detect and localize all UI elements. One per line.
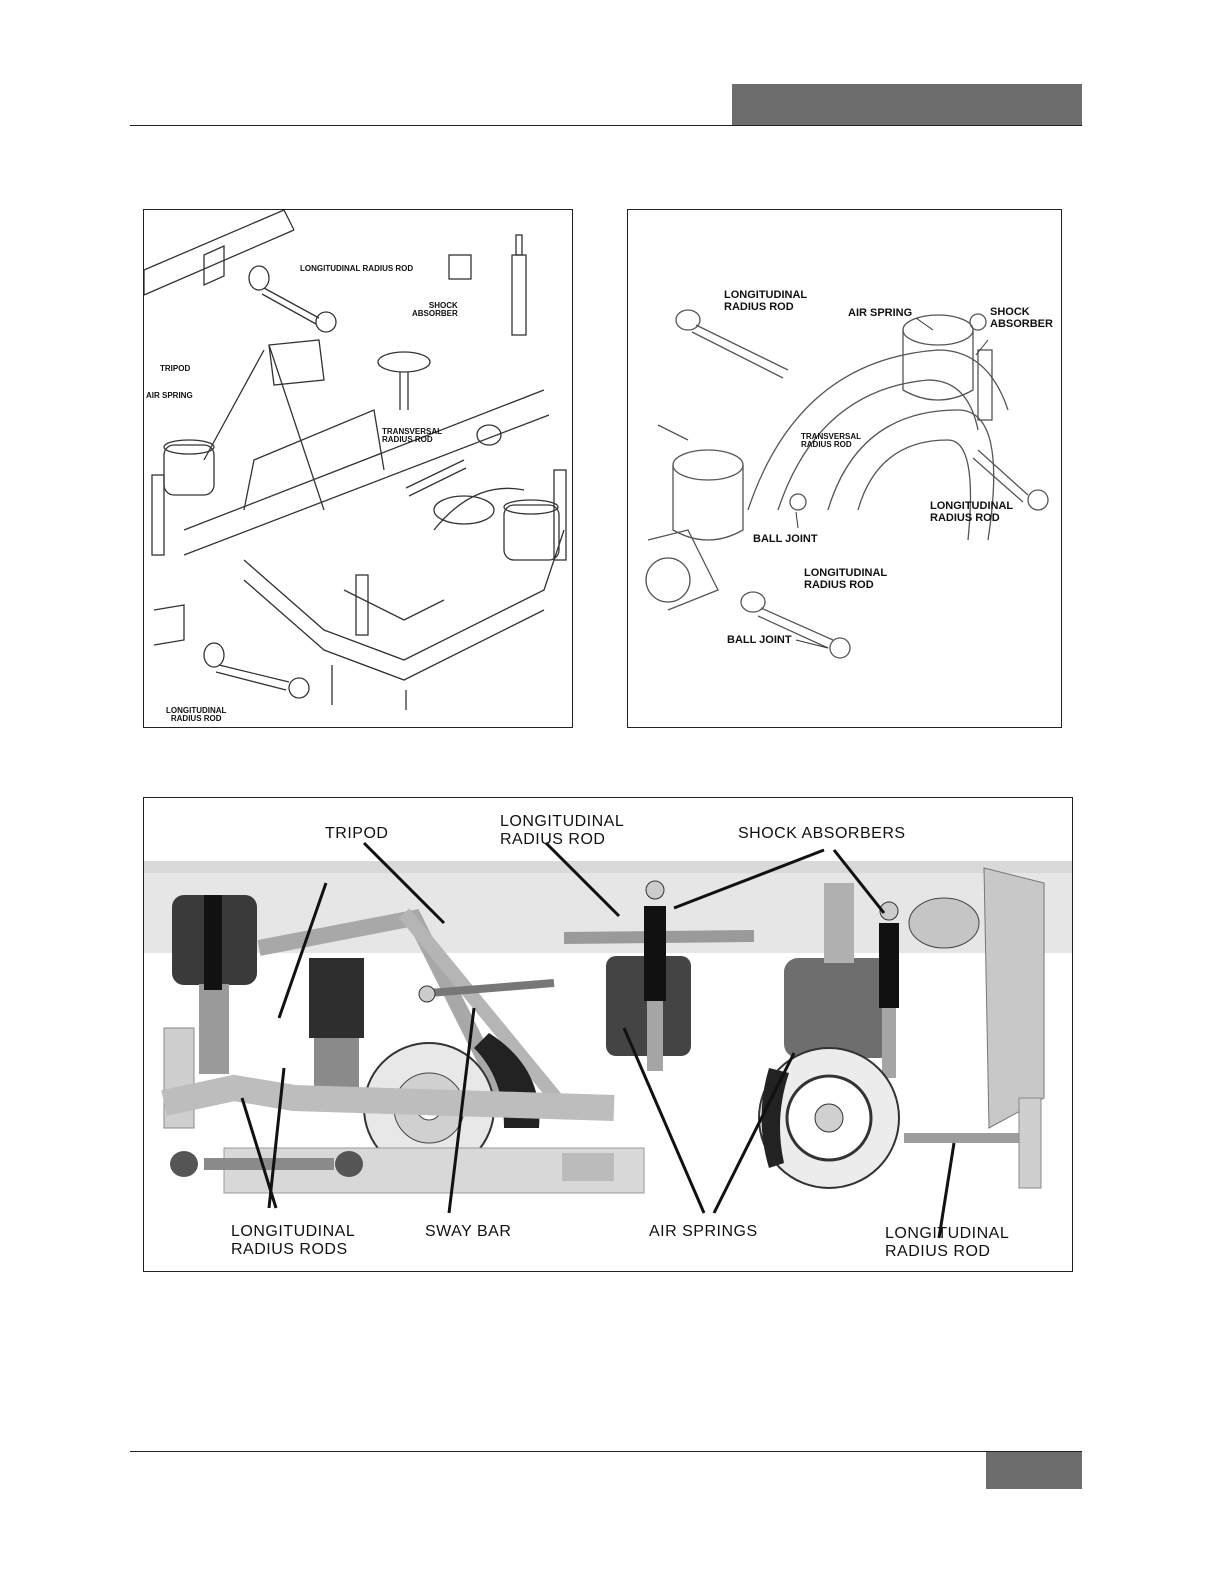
label-longitudinal-radius-rods: LONGITUDINAL RADIUS RODS	[231, 1223, 356, 1259]
label-longitudinal-radius-rod-bottom: LONGITUDINAL RADIUS ROD	[166, 706, 227, 724]
figure-exploded-view: LONGITUDINAL RADIUS ROD SHOCK ABSORBER T…	[143, 209, 573, 728]
label-shock-absorbers: SHOCK ABSORBERS	[738, 825, 906, 842]
label-shock-absorber: SHOCK ABSORBER	[412, 301, 458, 319]
label-transversal-radius-rod: TRANSVERSAL RADIUS ROD	[382, 427, 443, 445]
label-ball-joint-bottom: BALL JOINT	[727, 634, 792, 646]
label-shock-absorber: SHOCK ABSORBER	[990, 306, 1053, 330]
exploded-view-drawing	[144, 210, 567, 710]
label-sway-bar: SWAY BAR	[425, 1223, 512, 1240]
label-longitudinal-radius-rod-right: LONGITUDINAL RADIUS ROD	[930, 500, 1014, 524]
label-tripod: TRIPOD	[160, 364, 191, 373]
header-tab	[732, 84, 1082, 126]
label-air-spring: AIR SPRING	[146, 391, 193, 400]
footer-rule	[130, 1451, 1082, 1452]
label-ball-joint-top: BALL JOINT	[753, 533, 818, 545]
label-air-springs: AIR SPRINGS	[649, 1223, 758, 1240]
side-view-drawing	[144, 841, 1072, 1239]
figure-3d-view: LONGITUDINAL RADIUS ROD AIR SPRING SHOCK…	[627, 209, 1062, 728]
3d-view-drawing	[645, 309, 1049, 659]
label-longitudinal-radius-rod-mid: LONGITUDINAL RADIUS ROD	[804, 567, 888, 591]
label-longitudinal-radius-rod-top: LONGITUDINAL RADIUS ROD	[300, 264, 414, 273]
label-transversal-radius-rod: TRANSVERSAL RADIUS ROD	[801, 432, 862, 450]
label-air-spring: AIR SPRING	[848, 307, 913, 319]
label-tripod: TRIPOD	[325, 825, 389, 842]
footer-tab	[986, 1452, 1082, 1489]
label-longitudinal-radius-rod-top: LONGITUDINAL RADIUS ROD	[724, 289, 808, 313]
header-rule	[130, 125, 1082, 126]
label-longitudinal-radius-rod-top: LONGITUDINAL RADIUS ROD	[500, 813, 625, 849]
label-longitudinal-radius-rod-right: LONGITUDINAL RADIUS ROD	[885, 1225, 1010, 1261]
figure-side-view: TRIPOD LONGITUDINAL RADIUS ROD SHOCK ABS…	[143, 797, 1073, 1272]
